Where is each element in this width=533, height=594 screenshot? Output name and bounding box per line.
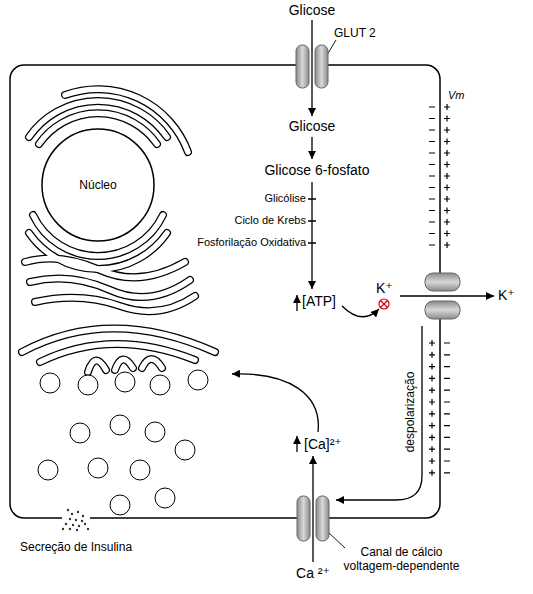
insulin-vesicle [145,422,165,442]
pathway-step: Ciclo de Krebs [234,214,306,227]
calcium-channel: Canal de cálcio voltagem-dependente [295,495,331,542]
flow-arrow [311,137,312,159]
insulin-granules [71,513,73,515]
endoplasmic-reticulum [115,359,133,370]
substance-label: Glicose [289,2,336,18]
insulin-granules [62,528,64,530]
flow-arrow [400,295,494,296]
substance-label: Glicose [289,118,336,134]
insulin-vesicle [78,375,98,395]
insulin-granules [82,515,84,517]
insulin-vesicle [155,488,175,508]
process-label: Secreção de Insulina [20,541,132,555]
concentration-label: [Ca]²⁺ [304,436,342,452]
endoplasmic-reticulum-lumen [22,89,215,372]
concentration-label: [ATP] [302,293,336,309]
glucose-transporter: GLUT 2 [294,44,330,89]
flow-arrow [232,20,494,562]
insulin-vesicle [130,460,150,480]
insulin-granules [77,511,79,513]
insulin-granules [69,528,71,530]
endoplasmic-reticulum [30,278,190,297]
flow-arrow [296,295,297,311]
endoplasmic-reticulum-lumen [35,296,195,311]
insulin-vesicle [40,373,60,393]
insulin-granules [75,519,77,521]
channel-half [297,496,310,541]
insulin-vesicle [70,423,90,443]
leader-line [328,532,345,548]
flow-arrow [311,20,312,116]
potassium-block-mark [379,299,389,309]
ion-label: K⁺ [376,280,393,296]
ion-label: Ca ²⁺ [296,565,330,581]
calcium-channel-outline [295,495,331,542]
membrane-gap [62,515,90,521]
insulin-granules [87,528,89,530]
channel-half [296,45,309,88]
insulin-vesicle [110,495,130,515]
flow-arrow [342,306,379,317]
endoplasmic-reticulum [142,359,162,368]
insulin-vesicle [88,458,108,478]
insulin-granules [65,523,67,525]
flow-arrow [311,182,312,289]
flow-arrow [336,326,422,500]
potassium-channel [425,273,460,291]
pathway-step: Glicólise [264,192,306,205]
channel-half [315,45,328,88]
insulin-vesicle [115,372,135,392]
substance-label: Glicose 6-fosfato [264,162,369,178]
insulin-granules [62,509,89,531]
endoplasmic-reticulum-lumen [40,344,195,362]
cell-membrane [10,65,440,518]
channel-label: GLUT 2 [334,26,376,40]
insulin-vesicle [38,370,208,515]
insulin-granules [69,518,71,520]
endoplasmic-reticulum-lumen [115,359,133,370]
nucleus-circle: Núcleo [41,128,155,242]
potassium-channel [425,301,460,319]
flow-arrow [312,456,313,562]
insulin-granules [72,524,74,526]
insulin-granules [76,529,78,531]
insulin-vesicle [175,440,195,460]
insulin-granules [84,523,86,525]
endoplasmic-reticulum-lumen [22,329,215,353]
insulin-granules [81,520,83,522]
potential-label: Vm [448,89,465,102]
insulin-vesicle [188,370,208,390]
insulin-vesicle [38,460,58,480]
nucleus-label: Núcleo [41,128,155,242]
insulin-vesicle [110,415,130,435]
channel-half [316,496,329,541]
nucleus-outline [42,129,154,241]
endoplasmic-reticulum [22,89,215,372]
membrane-charge-minus [429,107,435,245]
endoplasmic-reticulum-lumen [142,359,162,368]
process-label: despolarização [404,372,418,453]
membrane-charge-minus [444,343,450,473]
glucose-transporter-outline [294,44,330,89]
flow-arrow [232,374,318,432]
membrane-charge-plus [429,340,435,476]
flow-arrow [308,199,316,243]
insulin-vesicle [150,375,170,395]
endoplasmic-reticulum [35,296,195,311]
flow-arrow [296,436,297,452]
endoplasmic-reticulum-lumen [25,258,185,277]
potassium-block-mark [379,299,389,309]
endoplasmic-reticulum-lumen [30,278,190,297]
insulin-granules [78,525,80,527]
channel-label: Canal de cálcio voltagem-dependente [339,545,464,574]
membrane-charge-plus [444,104,450,248]
insulin-granules [67,509,69,511]
endoplasmic-reticulum-lumen [88,360,106,372]
endoplasmic-reticulum [88,360,106,372]
potassium-block-mark [381,301,388,308]
ion-label: K⁺ [498,287,515,303]
pathway-step: Fosforilação Oxidativa [197,236,306,249]
membrane-charge-plus [429,104,450,476]
